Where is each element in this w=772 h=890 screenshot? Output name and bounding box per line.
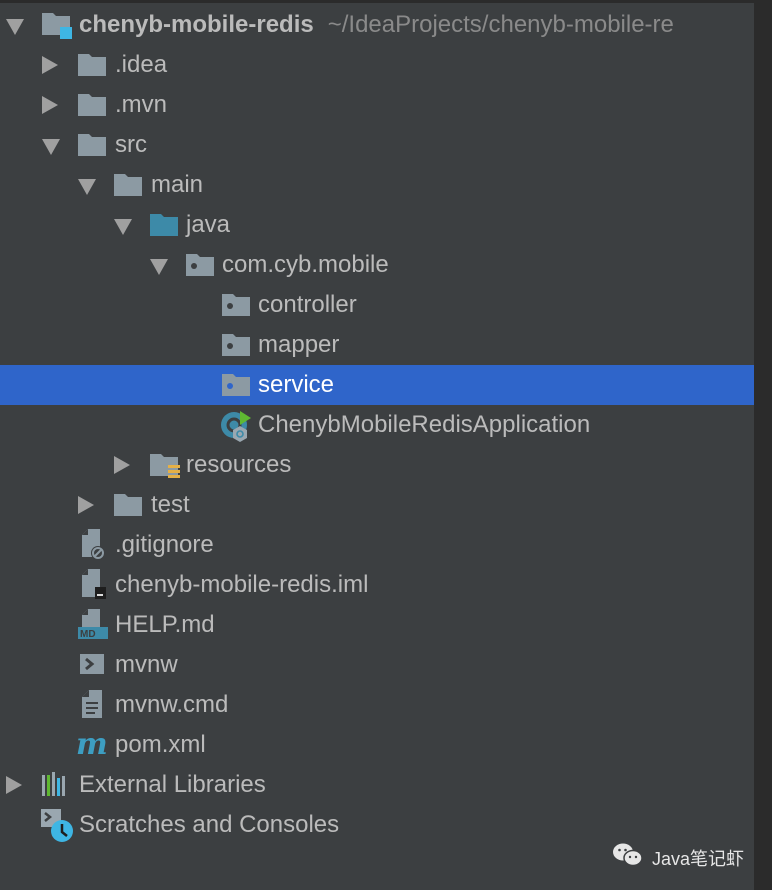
top-border — [0, 0, 772, 3]
item-label: mvnw — [115, 651, 178, 678]
item-label: .mvn — [115, 91, 168, 118]
maven-icon: m — [76, 727, 110, 762]
item-label: HELP.md — [115, 611, 215, 638]
tree-row-external-libraries[interactable]: External Libraries — [0, 765, 754, 805]
collapsed-arrow-icon[interactable] — [78, 496, 94, 514]
package-icon — [222, 291, 252, 319]
collapsed-arrow-icon[interactable] — [42, 56, 58, 74]
tree-row-help-md[interactable]: MD HELP.md — [0, 605, 754, 645]
expand-arrow-icon[interactable] — [78, 179, 96, 195]
item-label: main — [151, 171, 204, 198]
markdown-file-icon: MD — [78, 609, 110, 641]
item-label: java — [186, 211, 231, 238]
item-label: src — [115, 131, 147, 158]
item-label: ChenybMobileRedisApplication — [258, 411, 591, 438]
item-label: test — [151, 491, 190, 518]
item-label: pom.xml — [115, 731, 206, 758]
package-icon — [186, 251, 216, 279]
item-label: service — [258, 371, 335, 398]
tree-row-gitignore[interactable]: .gitignore — [0, 525, 754, 565]
shell-script-icon — [80, 654, 104, 676]
project-tree[interactable]: chenyb-mobile-redis~/IdeaProjects/chenyb… — [0, 5, 754, 845]
project-module-folder-icon — [42, 11, 72, 39]
collapsed-arrow-icon[interactable] — [42, 96, 58, 114]
svg-text:MD: MD — [80, 629, 96, 640]
folder-icon — [78, 91, 108, 119]
expand-arrow-icon[interactable] — [42, 139, 60, 155]
spring-boot-class-icon — [220, 409, 254, 443]
tree-row-iml[interactable]: chenyb-mobile-redis.iml — [0, 565, 754, 605]
tree-row-project-root[interactable]: chenyb-mobile-redis~/IdeaProjects/chenyb… — [0, 5, 754, 45]
watermark-label: Java笔记虾 — [652, 848, 745, 869]
collapsed-arrow-icon[interactable] — [114, 456, 130, 474]
tree-row-resources[interactable]: resources — [0, 445, 754, 485]
tree-row-package-root[interactable]: com.cyb.mobile — [0, 245, 754, 285]
tree-row-mapper[interactable]: mapper — [0, 325, 754, 365]
item-label: External Libraries — [79, 771, 266, 798]
watermark: Java笔记虾 — [612, 842, 744, 873]
iml-file-icon — [80, 569, 108, 601]
scratches-icon — [40, 809, 74, 843]
text-file-icon — [82, 690, 104, 720]
tree-row-test[interactable]: test — [0, 485, 754, 525]
tree-row-mvnw[interactable]: mvnw — [0, 645, 754, 685]
item-label: controller — [258, 291, 357, 318]
project-path: ~/IdeaProjects/chenyb-mobile-re — [327, 11, 674, 38]
item-label: chenyb-mobile-redis.iml — [115, 571, 369, 598]
item-label: mvnw.cmd — [115, 691, 229, 718]
collapsed-arrow-icon[interactable] — [6, 776, 22, 794]
tree-row-java[interactable]: java — [0, 205, 754, 245]
item-label: resources — [186, 451, 292, 478]
tree-row-mvnw-cmd[interactable]: mvnw.cmd — [0, 685, 754, 725]
expand-arrow-icon[interactable] — [150, 259, 168, 275]
tree-row-scratches[interactable]: Scratches and Consoles — [0, 805, 754, 845]
tree-row-idea[interactable]: .idea — [0, 45, 754, 85]
tree-row-application-class[interactable]: ChenybMobileRedisApplication — [0, 405, 754, 445]
item-label: com.cyb.mobile — [222, 251, 389, 278]
libraries-icon — [42, 772, 72, 798]
gitignore-file-icon — [80, 529, 108, 561]
item-label: mapper — [258, 331, 340, 358]
project-name: chenyb-mobile-redis~/IdeaProjects/chenyb… — [79, 11, 674, 38]
folder-icon — [78, 51, 108, 79]
tree-row-controller[interactable]: controller — [0, 285, 754, 325]
source-root-folder-icon — [150, 211, 180, 239]
svg-text:m: m — [76, 729, 108, 759]
package-icon — [222, 331, 252, 359]
package-icon — [222, 371, 252, 399]
wechat-icon — [612, 842, 644, 873]
item-label: Scratches and Consoles — [79, 811, 340, 838]
resources-folder-icon — [150, 451, 180, 479]
folder-icon — [114, 171, 144, 199]
item-label: .idea — [115, 51, 168, 78]
item-label: .gitignore — [115, 531, 214, 558]
tree-row-main[interactable]: main — [0, 165, 754, 205]
right-gutter — [754, 0, 772, 890]
tree-row-mvn[interactable]: .mvn — [0, 85, 754, 125]
tree-row-src[interactable]: src — [0, 125, 754, 165]
folder-icon — [114, 491, 144, 519]
expand-arrow-icon[interactable] — [6, 19, 24, 35]
tree-row-pom-xml[interactable]: m pom.xml — [0, 725, 754, 765]
folder-icon — [78, 131, 108, 159]
tree-row-service[interactable]: service — [0, 365, 754, 405]
expand-arrow-icon[interactable] — [114, 219, 132, 235]
